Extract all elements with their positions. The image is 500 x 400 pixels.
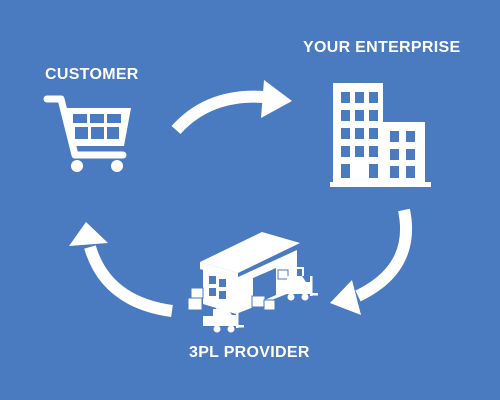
shopping-cart-icon xyxy=(43,95,131,172)
warehouse-forklift-icon xyxy=(187,232,318,333)
arrow-provider-to-customer xyxy=(69,222,173,317)
arrow-customer-to-enterprise xyxy=(171,80,292,135)
arrow-enterprise-to-provider xyxy=(330,208,413,315)
customer-label: CUSTOMER xyxy=(45,66,139,83)
provider-label: 3PL PROVIDER xyxy=(189,344,310,361)
office-building-icon xyxy=(330,83,431,187)
enterprise-label: YOUR ENTERPRISE xyxy=(303,39,461,56)
